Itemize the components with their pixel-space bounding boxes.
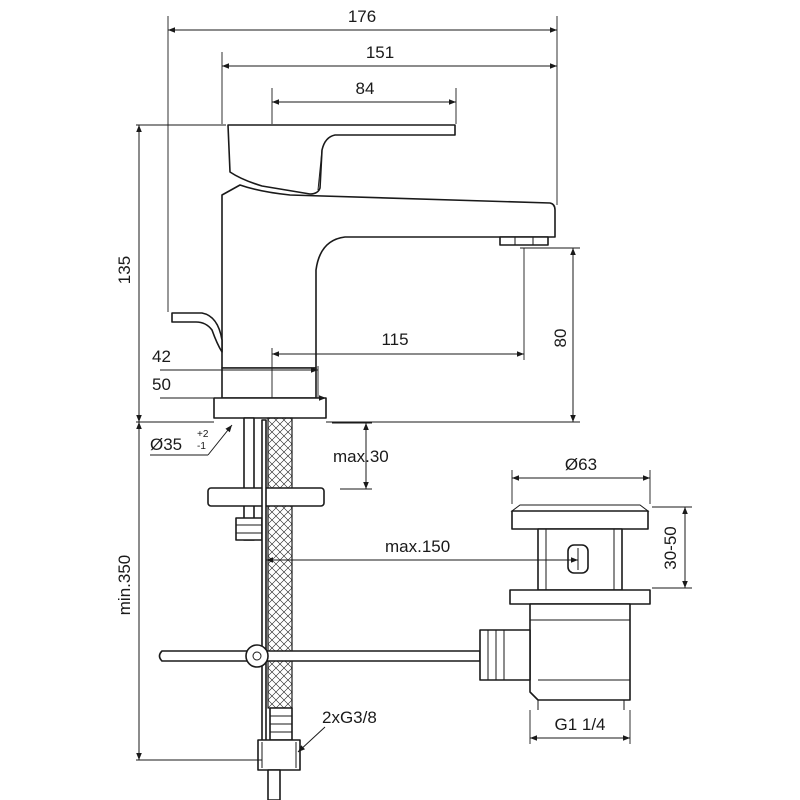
aerator — [499, 236, 549, 246]
base-ring — [221, 367, 317, 399]
lever-handle — [227, 124, 456, 195]
label-min350: min.350 — [115, 555, 134, 615]
dimension-labels: 176 151 84 135 115 80 42 50 Ø35 +2 -1 ma… — [115, 7, 680, 734]
label-2xg38: 2xG3/8 — [322, 708, 377, 727]
mounting-plate — [213, 397, 327, 419]
side-pin — [171, 312, 223, 353]
waste-outlet — [479, 629, 531, 681]
label-30-50: 30-50 — [661, 526, 680, 569]
label-max150: max.150 — [385, 537, 450, 556]
thin-pipe — [261, 419, 267, 761]
braided-hose — [267, 417, 293, 709]
hose-connector-2 — [257, 739, 301, 771]
label-80: 80 — [551, 329, 570, 348]
waste-body — [529, 603, 631, 701]
label-42: 42 — [152, 347, 171, 366]
popup-rod — [158, 644, 481, 668]
label-max30: max.30 — [333, 447, 389, 466]
dim-35-arrow — [207, 424, 233, 456]
connector-stub — [267, 769, 281, 800]
label-115: 115 — [381, 330, 408, 349]
label-g114: G1 1/4 — [554, 715, 605, 734]
stud-nut — [235, 517, 263, 541]
faucet — [171, 124, 556, 419]
label-135: 135 — [115, 256, 134, 284]
label-diameter-35: Ø35 — [150, 435, 182, 454]
label-50: 50 — [152, 375, 171, 394]
label-176: 176 — [348, 7, 376, 26]
label-diameter-63: Ø63 — [565, 455, 597, 474]
rod-clamp — [245, 644, 269, 668]
waste-cap — [511, 510, 649, 530]
horizontal-rod — [158, 650, 481, 662]
faucet-body — [221, 184, 556, 369]
waste-flange — [509, 589, 651, 605]
hoses — [207, 417, 325, 800]
label-84: 84 — [356, 79, 375, 98]
dim-g38-leader — [297, 726, 326, 753]
label-151: 151 — [366, 43, 394, 62]
label-tol-minus: -1 — [197, 441, 206, 452]
waste — [479, 504, 651, 710]
label-tol-plus: +2 — [197, 429, 209, 440]
dimension-lines — [136, 27, 688, 760]
